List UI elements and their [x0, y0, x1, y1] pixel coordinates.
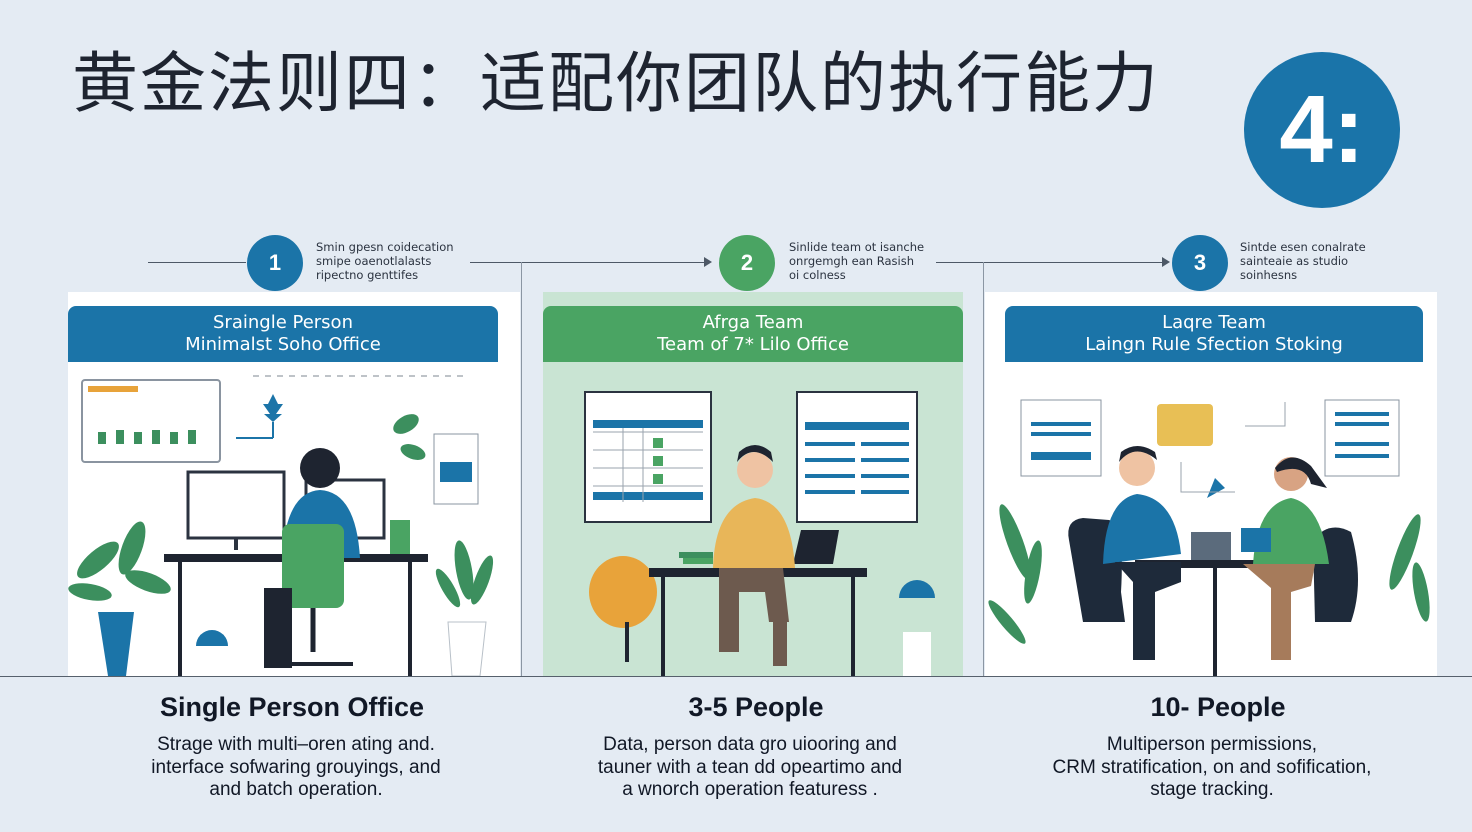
divider-line [983, 262, 984, 676]
office-illustration [988, 399, 1430, 676]
step-1-circle: 1 [247, 235, 303, 291]
office-illustration [584, 391, 935, 676]
divider-line [521, 262, 522, 676]
office-illustration [68, 375, 494, 676]
rule-number-badge: 4: [1244, 52, 1400, 208]
arrow-right-icon [704, 257, 712, 267]
page-title: 黄金法则四：适配你团队的执行能力 [72, 45, 1160, 122]
flow-line [148, 262, 246, 263]
step-2-circle: 2 [719, 235, 775, 291]
caption-desc-3: Multiperson permissions,CRM stratificati… [1052, 734, 1372, 800]
flow-line [936, 262, 1168, 263]
flow-line [470, 262, 710, 263]
arrow-right-icon [1162, 257, 1170, 267]
caption-desc-1: Strage with multi–oren ating and.interfa… [151, 734, 441, 800]
step-3-circle: 3 [1172, 235, 1228, 291]
caption-title-2: 3-5 People [688, 692, 824, 722]
caption-title-3: 10- People [1150, 692, 1286, 722]
ground-line [0, 676, 1472, 677]
caption-title-1: Single Person Office [159, 692, 425, 722]
